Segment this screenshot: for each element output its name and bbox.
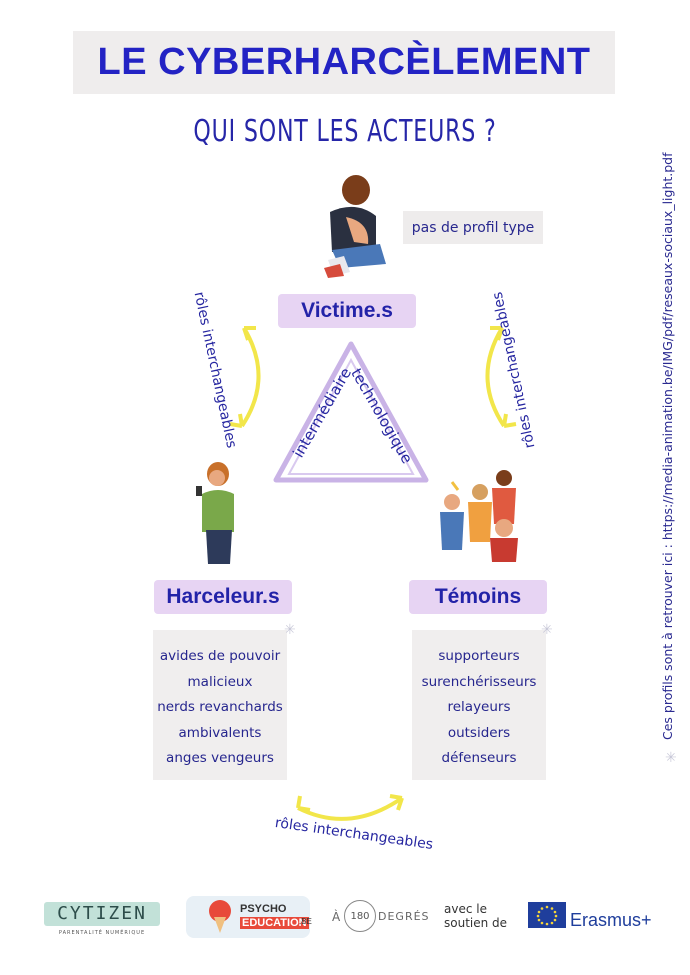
sparkle-icon: ✳ <box>284 622 296 638</box>
list-item: anges vengeurs <box>166 750 274 766</box>
list-item: avides de pouvoir <box>159 648 281 664</box>
page-subtitle: QUI SONT LES ACTEURS ? <box>193 114 497 149</box>
victim-label-brush <box>278 294 416 328</box>
witnesses-label: Témoins <box>434 585 522 608</box>
harasser-profiles-box: avides de pouvoir malicieux nerds revanc… <box>153 630 287 780</box>
title-banner <box>73 31 615 94</box>
left-cycle-arrow <box>229 326 261 428</box>
eu-flag-icon <box>528 902 566 928</box>
psycho-logo-line2: EDUCATION <box>240 917 309 929</box>
erasmus-logo: Erasmus+ <box>570 910 652 930</box>
victim-note: pas de profil type <box>403 211 543 244</box>
cytizen-logo-brush <box>44 902 160 926</box>
list-item: ambivalents <box>178 724 262 741</box>
witnesses-profiles-list: supporteurs surenchérisseurs relayeurs o… <box>412 630 546 772</box>
source-note: Ces profils sont à retrouver ici : https… <box>660 152 675 740</box>
right-cycle-arrow <box>485 326 517 428</box>
pencil-icon <box>209 900 231 933</box>
harasser-label-brush <box>154 580 292 614</box>
harasser-label: Harceleur.s <box>166 585 280 608</box>
list-item: malicieux <box>187 673 253 690</box>
degres-logo-b: DEGRÉS <box>378 910 430 923</box>
psycho-logo-suffix: .BE <box>299 917 312 926</box>
list-item: défenseurs <box>441 750 517 766</box>
list-item: supporteurs <box>438 648 520 664</box>
witnesses-profiles-box: supporteurs surenchérisseurs relayeurs o… <box>412 630 546 780</box>
victim-illustration <box>324 175 386 278</box>
list-item: outsiders <box>447 724 511 741</box>
degres-logo-circle: 180 <box>344 900 376 932</box>
cytizen-logo: CYTIZEN <box>57 903 147 924</box>
list-item: surenchérisseurs <box>421 673 537 690</box>
harasser-illustration <box>196 462 234 564</box>
degres-logo-a: À <box>332 910 341 924</box>
psycho-logo-line1: PSYCHO <box>240 903 287 915</box>
victim-label: Victime.s <box>301 299 393 322</box>
sparkle-icon: ✳ <box>665 750 677 766</box>
support-text-line1: avec le <box>444 902 487 916</box>
bottom-cycle-arrow <box>296 794 404 821</box>
technology-triangle <box>273 341 429 483</box>
cytizen-tagline: PARENTALITÉ NUMÉRIQUE <box>58 930 146 936</box>
sparkle-icon: ✳ <box>541 622 553 638</box>
list-item: relayeurs <box>447 699 511 715</box>
witnesses-illustration <box>440 470 518 562</box>
support-text-line2: soutien de <box>444 916 508 930</box>
page-title: LE CYBERHARCÈLEMENT <box>97 41 591 83</box>
witnesses-label-brush <box>409 580 547 614</box>
list-item: nerds revanchards <box>157 699 283 715</box>
harasser-profiles-list: avides de pouvoir malicieux nerds revanc… <box>153 630 287 772</box>
